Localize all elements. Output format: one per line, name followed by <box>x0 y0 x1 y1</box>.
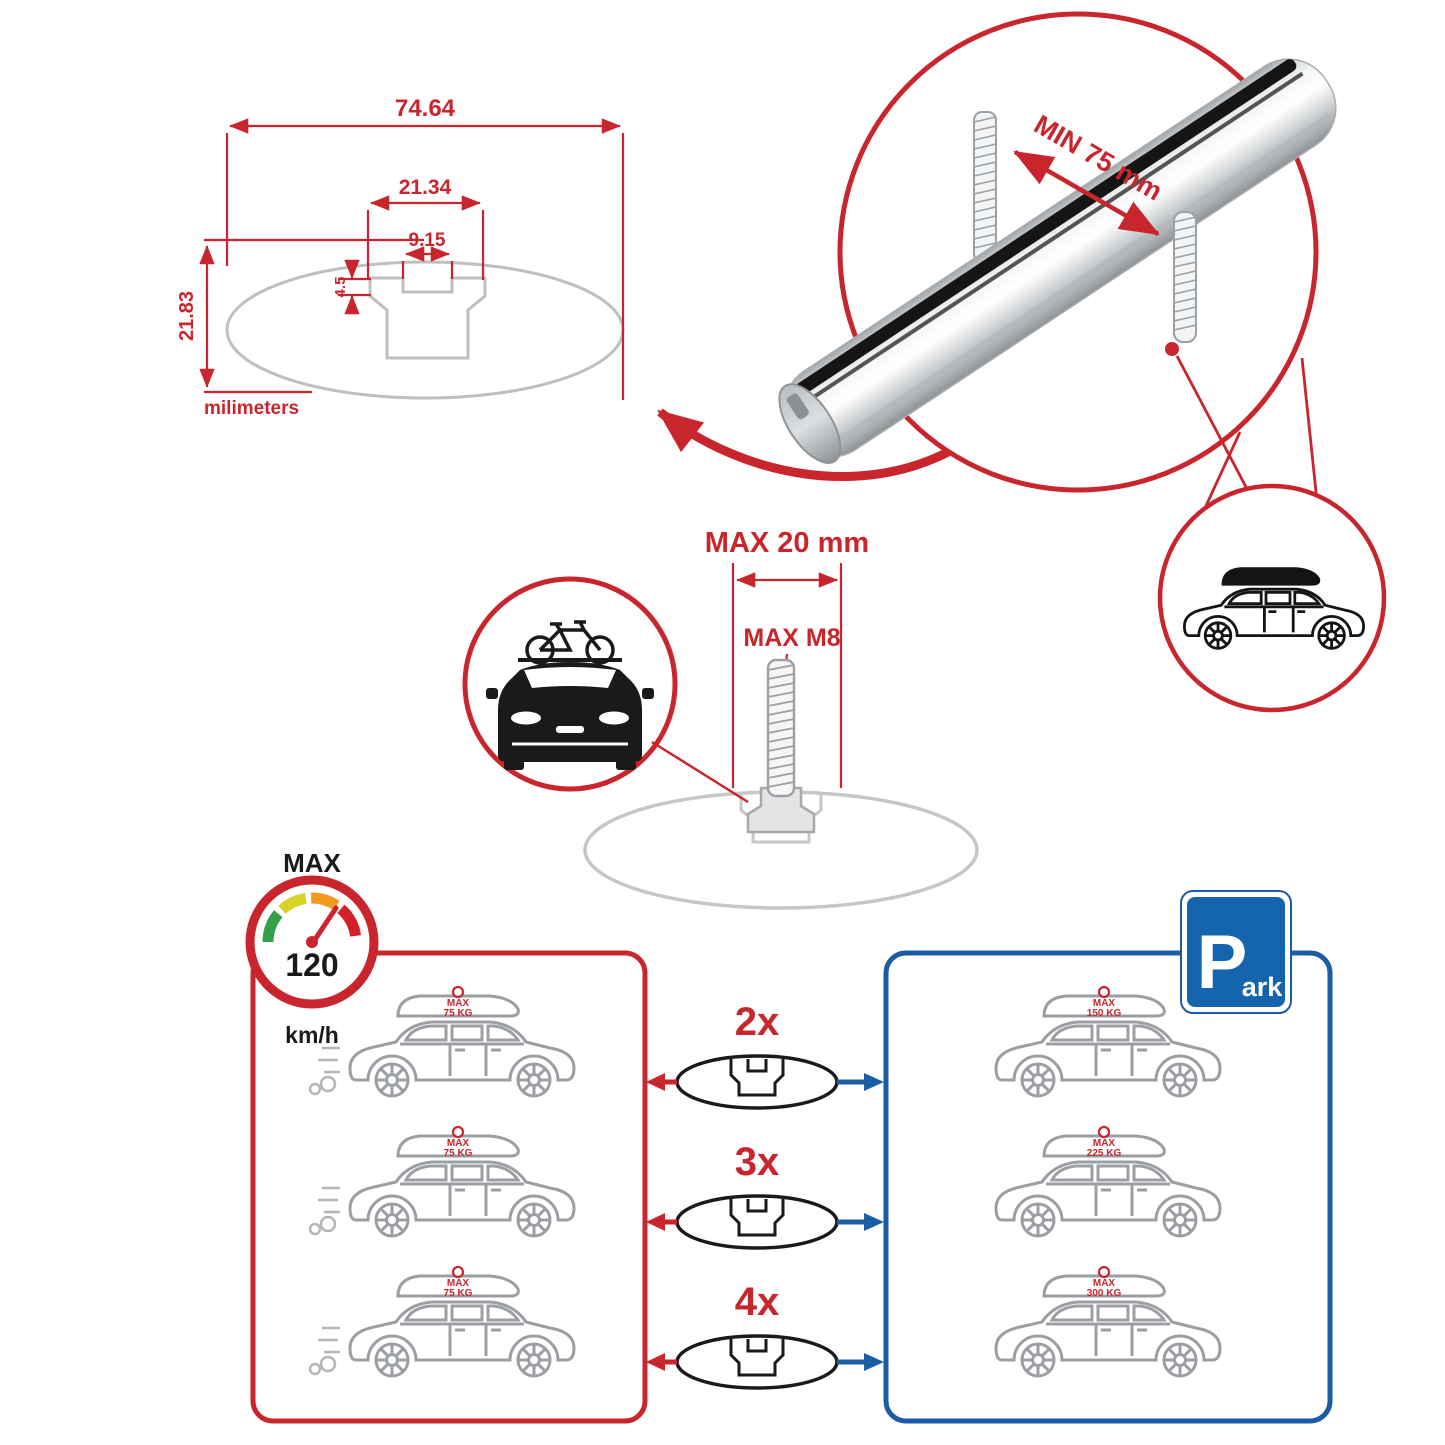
load-label: MAX <box>1093 998 1116 1009</box>
roof-box-icon <box>1042 1274 1166 1298</box>
tag-ring-icon <box>1097 1125 1111 1139</box>
load-weight: 150 KG <box>1087 1008 1122 1019</box>
roof-box-icon <box>396 994 520 1018</box>
roof-box-icon <box>396 1134 520 1158</box>
speed-max-label: MAX <box>283 848 341 878</box>
tag-ring-icon <box>451 985 465 999</box>
load-label: MAX <box>447 1278 470 1289</box>
dim-slot-width: 9.15 <box>409 230 446 251</box>
driving-car-row-1: MAX 75 KG <box>308 985 576 1098</box>
dim-flange-height: 4.5 <box>332 277 349 298</box>
parked-car-row-1: MAX 150 KG <box>994 985 1222 1098</box>
crossbar-icon-row-1 <box>646 1054 884 1110</box>
dim-total-width: 74.64 <box>395 95 456 122</box>
right-arrow-icon <box>864 1353 884 1371</box>
cross-section-diagram: 74.64 21.34 9.15 4.5 21.83 milimeters <box>176 95 951 481</box>
park-letter: P <box>1197 920 1248 1005</box>
dimension-labels: 74.64 21.34 9.15 4.5 21.83 milimeters <box>176 95 456 419</box>
load-label: MAX <box>447 998 470 1009</box>
roof-box-icon <box>1042 1134 1166 1158</box>
bike-car-leader-line <box>651 740 749 804</box>
u-bolt-front-leg-icon <box>1173 211 1197 343</box>
load-weight: 225 KG <box>1087 1148 1122 1159</box>
speed-unit: km/h <box>285 1022 339 1048</box>
crossbar-detail-view: MIN 75 mm <box>778 11 1337 546</box>
load-weight: 75 KG <box>444 1148 473 1159</box>
bolt-spec-diagram: MAX 20 mm MAX M8 <box>462 527 979 910</box>
u-bolt-rear-leg-icon <box>973 111 997 263</box>
bolt-max-thread-label: MAX M8 <box>743 624 840 652</box>
left-arrow-icon <box>646 1073 665 1091</box>
dim-total-height: 21.83 <box>176 291 198 341</box>
t-nut-adapter-icon <box>746 786 816 834</box>
tag-ring-icon <box>1097 985 1111 999</box>
dimension-lines <box>199 118 625 400</box>
roof-box-icon <box>1221 567 1321 586</box>
callout-dot <box>1165 342 1179 356</box>
roof-box-icon <box>396 1274 520 1298</box>
left-arrow-icon <box>646 1353 665 1371</box>
driving-car-row-2: MAX 75 KG <box>308 1125 576 1238</box>
tag-ring-icon <box>1097 1265 1111 1279</box>
park-sign: P ark <box>1180 890 1292 1014</box>
multiplier-row-2: 3x <box>735 1140 780 1184</box>
bolt-max-protrusion-label: MAX 20 mm <box>705 527 869 559</box>
mounting-bolt-icon <box>766 658 796 798</box>
load-comparison-section: MAX 120 km/h P ark MAX 75 KG MAX 150 KG … <box>245 848 1333 1424</box>
car-front-with-bike-icon <box>486 620 654 770</box>
tag-ring-icon <box>451 1125 465 1139</box>
load-weight: 75 KG <box>444 1008 473 1019</box>
speedometer-icon: 120 <box>245 875 379 1009</box>
right-arrow-icon <box>864 1073 884 1091</box>
left-arrow-icon <box>646 1213 665 1231</box>
load-label: MAX <box>447 1138 470 1149</box>
crossbar-icon-row-3 <box>646 1334 884 1390</box>
dim-channel-width: 21.34 <box>399 176 452 199</box>
roof-box-icon <box>1042 994 1166 1018</box>
driving-car-row-3: MAX 75 KG <box>308 1265 576 1378</box>
crossbar-icon-row-2 <box>646 1194 884 1250</box>
load-label: MAX <box>1093 1138 1116 1149</box>
load-weight: 75 KG <box>444 1288 473 1299</box>
load-weight: 300 KG <box>1087 1288 1122 1299</box>
dim-unit-label: milimeters <box>204 398 299 419</box>
load-label: MAX <box>1093 1278 1116 1289</box>
tag-ring-icon <box>451 1265 465 1279</box>
parked-car-row-3: MAX 300 KG <box>994 1265 1222 1378</box>
speed-value: 120 <box>285 947 338 983</box>
parked-car-row-2: MAX 225 KG <box>994 1125 1222 1238</box>
multiplier-row-3: 4x <box>735 1280 780 1324</box>
park-suffix: ark <box>1242 972 1284 1002</box>
min-spacing-arrow <box>1013 150 1160 236</box>
zoom-callout-arrow <box>657 408 951 481</box>
multiplier-row-1: 2x <box>735 1000 780 1044</box>
suv-roofbox-callout <box>1157 483 1387 713</box>
t-slot-profile-2 <box>739 793 823 844</box>
t-slot-profile <box>368 276 487 360</box>
right-arrow-icon <box>864 1213 884 1231</box>
